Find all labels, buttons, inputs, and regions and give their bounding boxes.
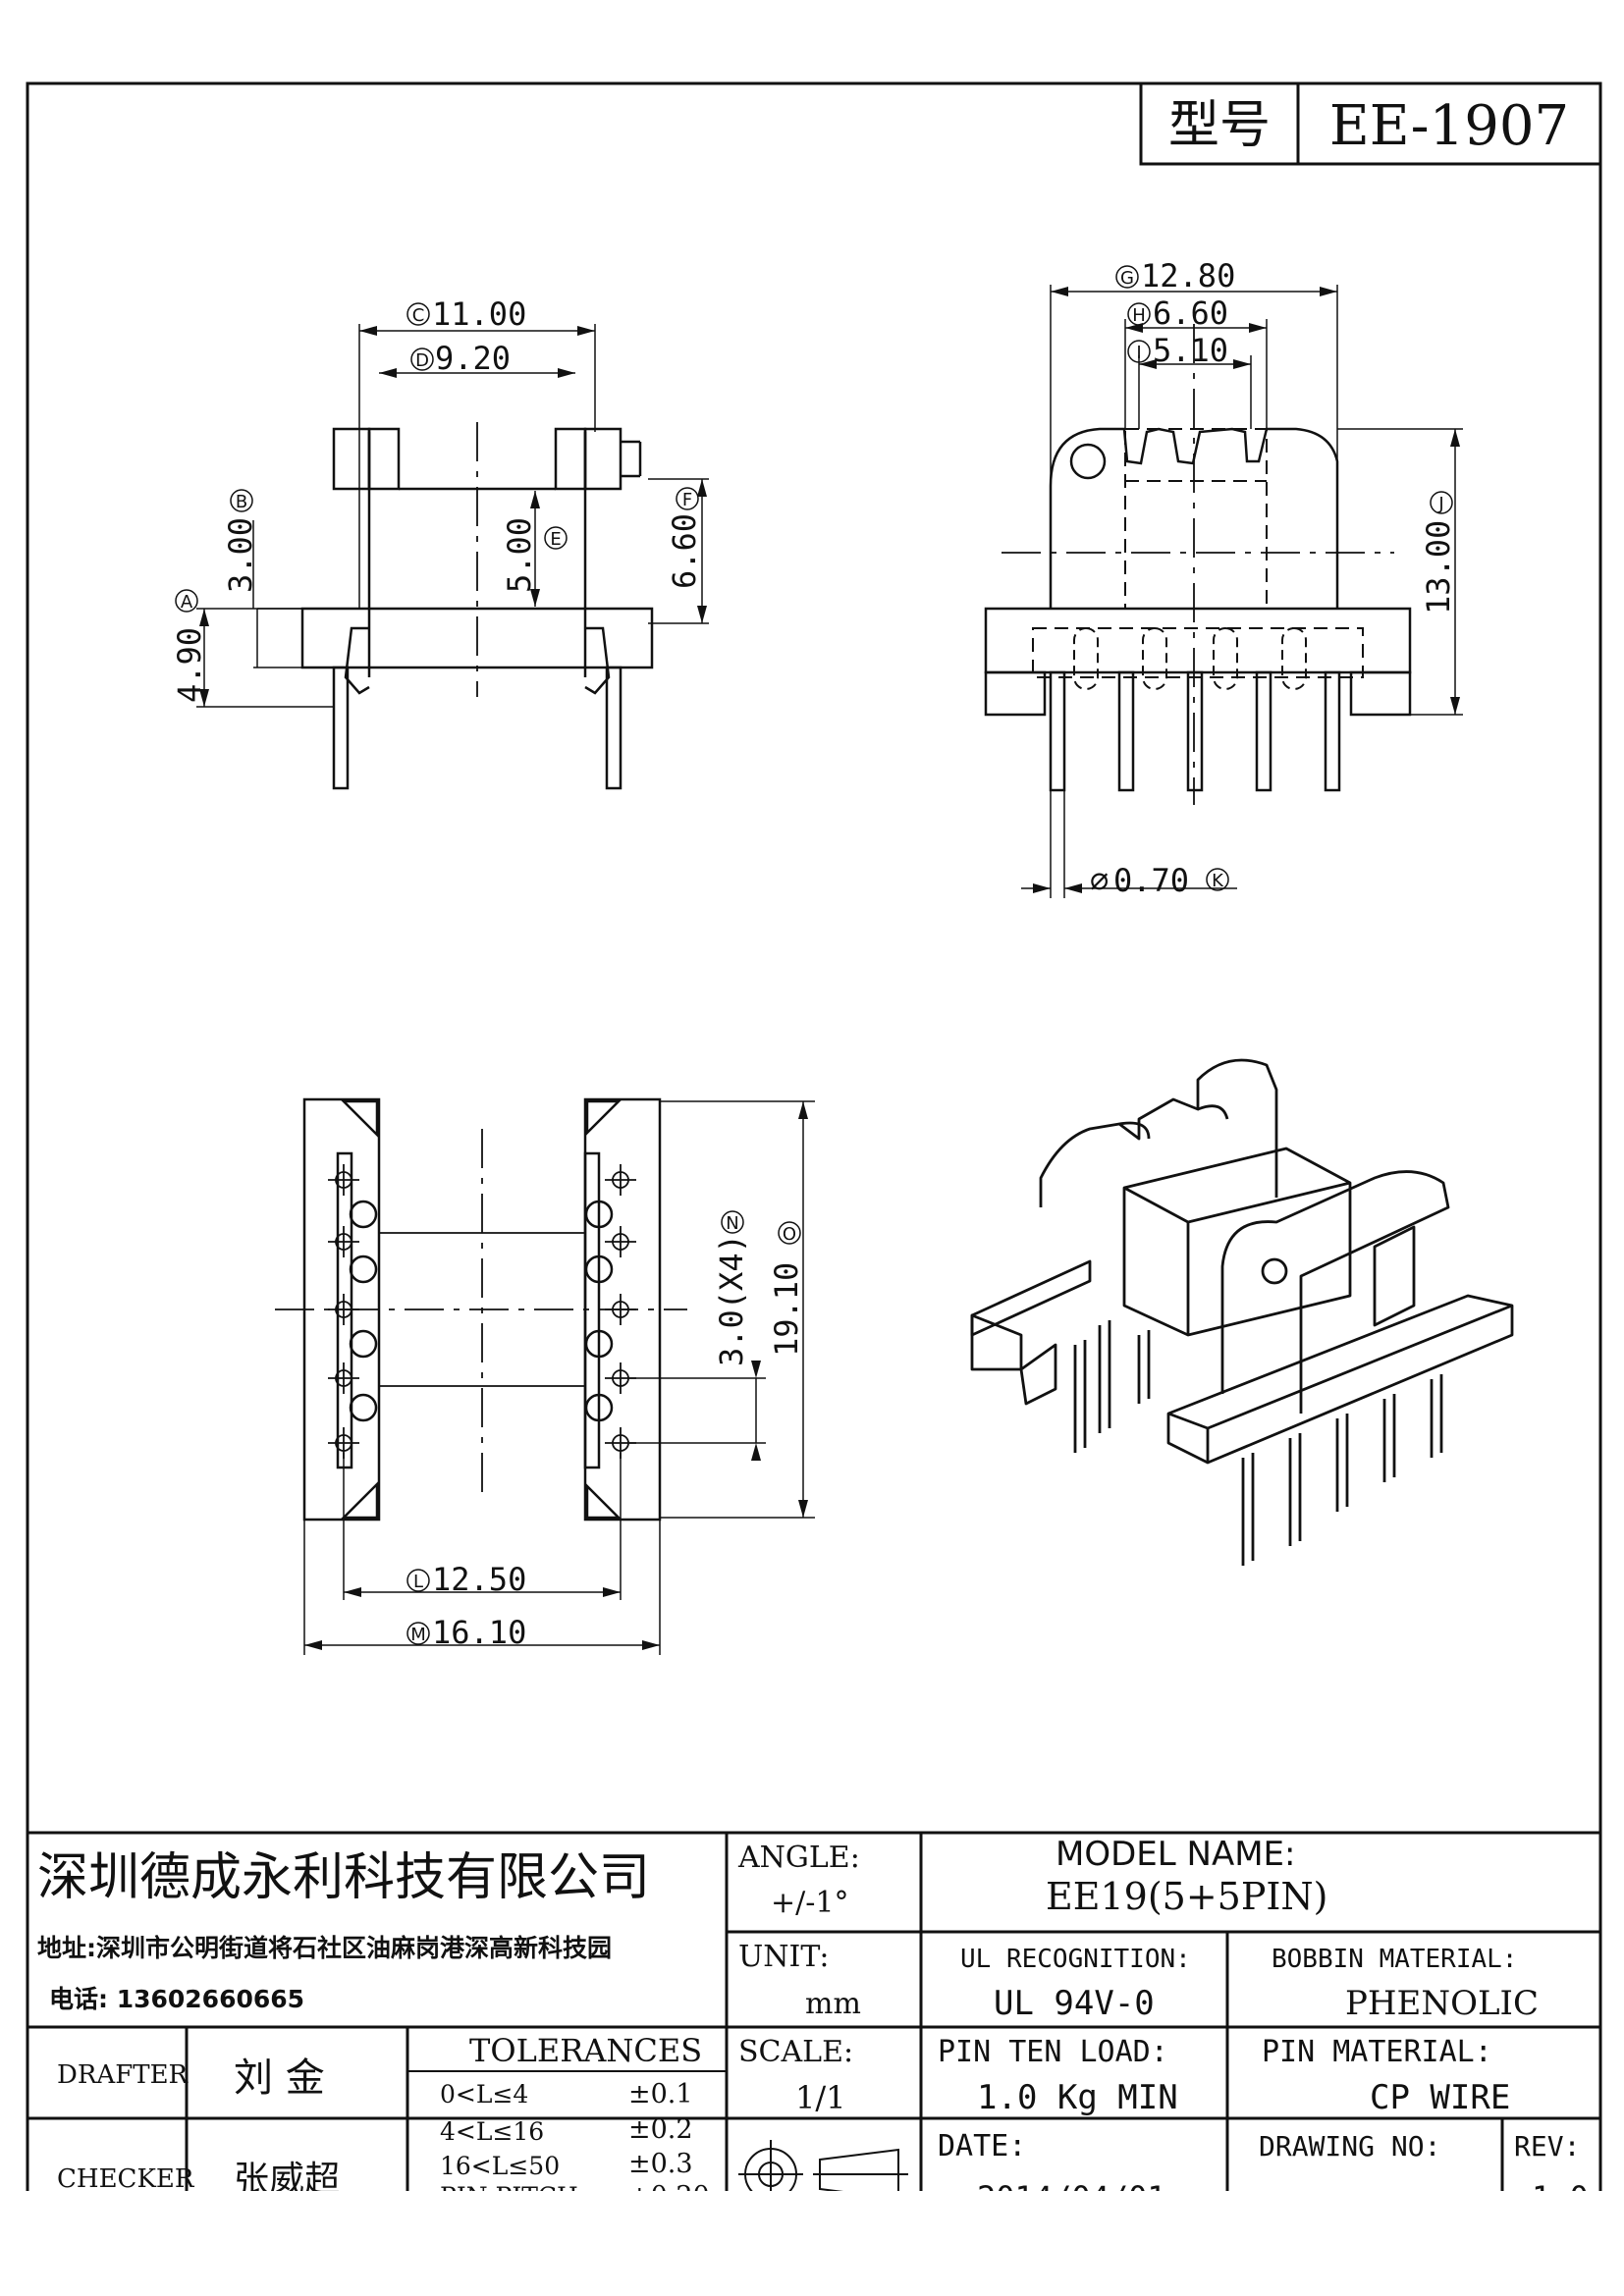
dim-k: 0.70 xyxy=(1113,862,1189,899)
marker-i: I xyxy=(1136,343,1141,363)
bottom-view xyxy=(275,1097,815,1655)
bobbin-label: BOBBIN MATERIAL: xyxy=(1272,1945,1517,1974)
marker-o: O xyxy=(783,1224,796,1245)
ul-label: UL RECOGNITION: xyxy=(960,1945,1191,1974)
model-name-label: MODEL NAME: xyxy=(1056,1835,1295,1874)
outer-frame xyxy=(26,81,1602,2191)
dim-e: 5.00 xyxy=(501,517,538,593)
checker-value: 张威超 xyxy=(234,2160,340,2200)
tol-range-3: 16<L≤50 xyxy=(440,2152,560,2180)
dim-h: 6.60 xyxy=(1153,294,1228,332)
ul-value: UL 94V-0 xyxy=(994,1984,1155,2023)
company-address: 地址:深圳市公明街道将石社区油麻岗港深高新科技园 xyxy=(37,1934,612,1962)
marker-d: D xyxy=(415,350,429,371)
marker-g: G xyxy=(1120,268,1134,289)
tol-value-2: ±0.2 xyxy=(628,2114,693,2145)
marker-k: K xyxy=(1212,871,1224,891)
marker-l: L xyxy=(413,1572,423,1592)
checker-label: CHECKER xyxy=(57,2164,195,2194)
marker-f: F xyxy=(682,490,692,510)
dim-k-symbol: ∅ xyxy=(1090,862,1109,899)
marker-n: N xyxy=(726,1213,738,1234)
tol-range-1: 0<L≤4 xyxy=(440,2080,528,2109)
company-phone: 电话: 13602660665 xyxy=(49,1985,304,2013)
pin-load-value: 1.0 Kg MIN xyxy=(977,2078,1178,2117)
marker-j: J xyxy=(1437,494,1443,514)
marker-b: B xyxy=(236,492,247,512)
dim-a: 4.90 xyxy=(171,627,208,703)
date-label: DATE: xyxy=(938,2129,1026,2163)
tol-value-3: ±0.3 xyxy=(628,2149,693,2179)
model-name-value: EE19(5+5PIN) xyxy=(1046,1875,1328,1918)
rev-label: REV: xyxy=(1514,2130,1580,2163)
marker-h: H xyxy=(1132,305,1146,326)
unit-label: UNIT: xyxy=(738,1940,829,1974)
scale-value: 1/1 xyxy=(795,2079,846,2116)
dim-c: 11.00 xyxy=(432,295,526,333)
dim-j: 13.00 xyxy=(1420,520,1457,614)
side-view xyxy=(984,285,1463,898)
marker-m: M xyxy=(410,1625,426,1645)
dim-n: 3.0(X4) xyxy=(713,1234,750,1366)
dim-l: 12.50 xyxy=(432,1561,526,1598)
type-label: 型号 xyxy=(1168,96,1271,155)
angle-label: ANGLE: xyxy=(737,1841,860,1875)
dim-g: 12.80 xyxy=(1141,257,1235,294)
scale-label: SCALE: xyxy=(738,2035,853,2069)
marker-a: A xyxy=(181,592,193,613)
rev-value: 1.0 xyxy=(1532,2179,1589,2216)
isometric-view xyxy=(970,1058,1514,1566)
pin-material-label: PIN MATERIAL: xyxy=(1262,2035,1492,2069)
title-block xyxy=(27,1831,1600,2191)
front-view xyxy=(196,324,709,790)
tol-value-4: ±0.20 xyxy=(628,2181,710,2212)
dim-f: 6.60 xyxy=(666,513,703,589)
pin-load-label: PIN TEN LOAD: xyxy=(938,2035,1168,2069)
drawing-no-label: DRAWING NO: xyxy=(1259,2130,1440,2163)
dim-d: 9.20 xyxy=(435,340,511,377)
bobbin-value: PHENOLIC xyxy=(1345,1984,1539,2023)
pin-material-value: CP WIRE xyxy=(1370,2078,1510,2117)
unit-value: mm xyxy=(805,1987,861,2021)
angle-value: +/-1° xyxy=(771,1886,848,1920)
title-box: 型号 EE-1907 xyxy=(1139,81,1602,166)
tol-value-1: ±0.1 xyxy=(628,2079,693,2109)
dim-m: 16.10 xyxy=(432,1614,526,1651)
tol-range-4: PIN PITCH xyxy=(440,2182,578,2211)
dim-o: 19.10 xyxy=(768,1262,805,1357)
marker-c: C xyxy=(412,305,425,326)
dim-i: 5.10 xyxy=(1153,332,1228,369)
tolerances-label: TOLERANCES xyxy=(469,2032,702,2069)
marker-e: E xyxy=(550,529,561,550)
model-number: EE-1907 xyxy=(1329,94,1569,158)
dim-b: 3.00 xyxy=(222,517,259,593)
company-name: 深圳德成永利科技有限公司 xyxy=(37,1848,650,1907)
tol-range-2: 4<L≤16 xyxy=(440,2117,544,2146)
drafter-value: 刘 金 xyxy=(234,2056,325,2101)
date-value: 2014/04/01 xyxy=(977,2179,1166,2216)
drafter-label: DRAFTER xyxy=(57,2060,189,2090)
